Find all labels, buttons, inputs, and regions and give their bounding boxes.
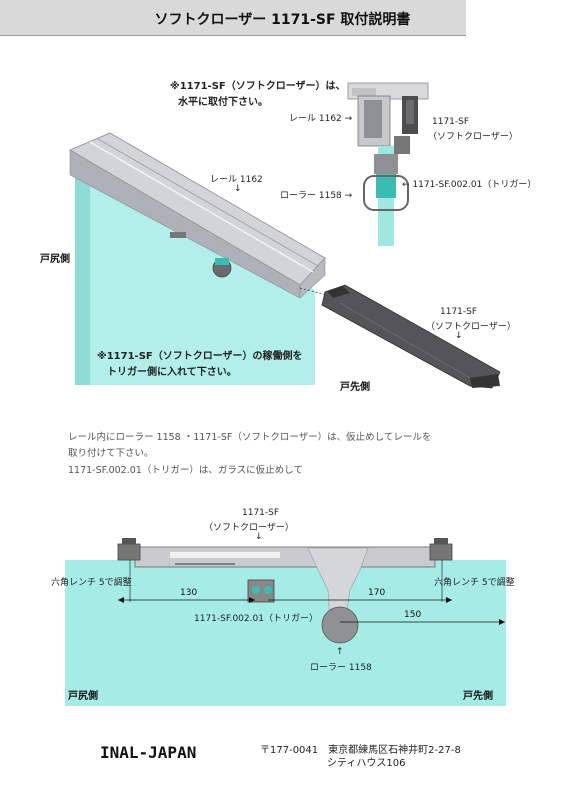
closer-model-label: 1171-SF — [440, 307, 478, 317]
rail-arrow: ↓ — [234, 184, 242, 194]
page-title: ソフトクローザー 1171-SF 取付説明書 — [154, 12, 411, 28]
instruction-line-3: 1171-SF.002.01（トリガー）は、ガラスに仮止めして — [68, 465, 303, 476]
closer-name-label: （ソフトクローザー） — [426, 322, 516, 332]
bottom-door-front-label: 戸先側 — [463, 691, 493, 702]
company-name: INAL-JAPAN — [100, 743, 197, 762]
door-front-side-label: 戸先側 — [340, 382, 370, 393]
trigger-side — [247, 579, 275, 603]
bottom-diagram — [65, 538, 506, 706]
dimension-130: 130 — [180, 588, 198, 598]
bottom-closer-model: 1171-SF — [242, 508, 280, 518]
bottom-door-back-label: 戸尻側 — [68, 691, 98, 702]
door-back-side-label: 戸尻側 — [40, 254, 70, 265]
instruction-line-1: レール内にローラー 1158 ・1171-SF（ソフトクローザー）は、仮止めして… — [68, 432, 432, 443]
soft-closer-perspective — [321, 284, 501, 389]
top-note-line2: 水平に取付下さい。 — [178, 97, 268, 108]
section-closer-name: （ソフトクローザー） — [428, 132, 518, 142]
hex-wrench-left: 六角レンチ 5で調整 — [51, 578, 132, 588]
instruction-line-2: 取り付けて下さい。 — [68, 448, 154, 459]
perspective-note-line1: ※1171-SF（ソフトクローザー）の稼働側を — [97, 351, 303, 362]
top-note-line1: ※1171-SF（ソフトクローザー）は、 — [170, 81, 346, 92]
bottom-roller-arrow: ↑ — [336, 647, 344, 657]
perspective-illustration — [69, 132, 501, 389]
section-view — [347, 82, 429, 246]
address-line-1: 〒177-0041 東京都練馬区石神井町2-27-8 — [260, 745, 461, 756]
hex-wrench-right: 六角レンチ 5で調整 — [434, 578, 515, 588]
perspective-note-line2: トリガー側に入れて下さい。 — [107, 367, 237, 378]
glass-panel-bottom — [65, 560, 506, 706]
section-closer-model: 1171-SF — [432, 117, 470, 127]
section-trigger-label: ← 1171-SF.002.01（トリガー） — [402, 180, 537, 190]
bottom-trigger-label: 1171-SF.002.01（トリガー） — [194, 614, 318, 624]
title-bar: ソフトクローザー 1171-SF 取付説明書 — [0, 0, 466, 36]
address-line-2: シティハウス106 — [327, 758, 406, 769]
section-rail-label: レール 1162 → — [289, 114, 353, 124]
dimension-150: 150 — [404, 610, 422, 620]
bottom-roller-label: ローラー 1158 — [310, 663, 372, 673]
bottom-closer-arrow: ↓ — [255, 532, 263, 542]
dimension-170: 170 — [368, 588, 386, 598]
closer-arrow: ↓ — [455, 331, 463, 341]
rail-label: レール 1162 — [210, 175, 263, 185]
section-roller-label: ローラー 1158 → — [280, 191, 353, 201]
roller-side — [321, 606, 359, 644]
bottom-closer-name: （ソフトクローザー） — [204, 523, 294, 533]
